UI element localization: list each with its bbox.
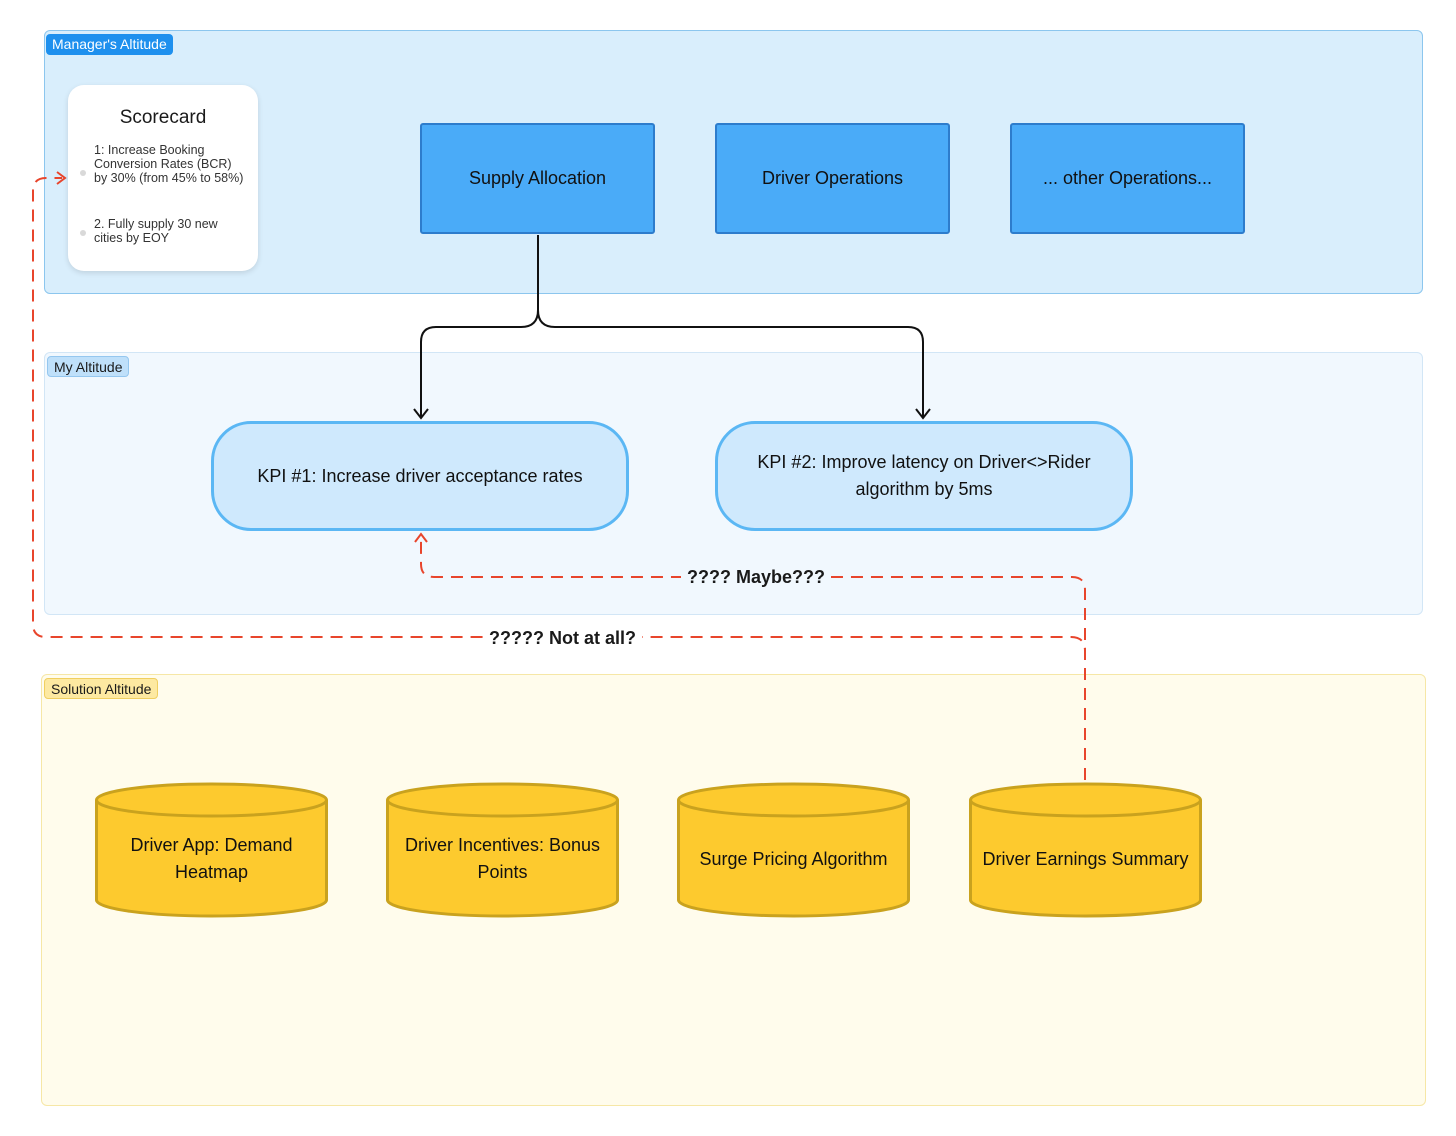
solution-label: Driver Earnings Summary	[982, 848, 1189, 869]
connector-supply-to-kpi1	[420, 235, 539, 417]
kpi-1-node[interactable]: KPI #1: Increase driver acceptance rates	[211, 421, 629, 531]
solution-surge-pricing-algorithm[interactable]: Surge Pricing Algorithm	[677, 782, 910, 918]
connector-earnings-to-scorecard	[32, 177, 1086, 780]
my-altitude-label: My Altitude	[47, 356, 130, 377]
arrowhead-kpi2	[915, 408, 931, 420]
arrowhead-not-at-all	[56, 171, 67, 185]
scorecard-card: Scorecard 1: Increase Booking Conversion…	[68, 85, 258, 271]
scorecard-item-1: 1: Increase Booking Conversion Rates (BC…	[94, 143, 244, 185]
operation-supply-allocation[interactable]: Supply Allocation	[420, 123, 655, 234]
cylinder-shape	[677, 782, 910, 918]
bullet-icon	[80, 230, 86, 236]
solution-altitude-label: Solution Altitude	[44, 678, 159, 699]
solution-driver-incentives-bonus-points[interactable]: Driver Incentives: Bonus Points	[386, 782, 619, 918]
solution-label: Driver App: Demand Heatmap	[130, 835, 293, 882]
managers-altitude-label: Manager's Altitude	[46, 34, 173, 55]
cylinder-shape	[95, 782, 328, 918]
operation-other-operations[interactable]: ... other Operations...	[1010, 123, 1245, 234]
connector-label-not-at-all: ????? Not at all?	[483, 627, 642, 649]
cylinder-shape	[969, 782, 1202, 918]
solution-label: Surge Pricing Algorithm	[699, 848, 888, 869]
bullet-icon	[80, 170, 86, 176]
kpi-2-node[interactable]: KPI #2: Improve latency on Driver<>Rider…	[715, 421, 1133, 531]
scorecard-title: Scorecard	[119, 107, 207, 128]
arrowhead-kpi1	[413, 408, 429, 420]
solution-label: Driver Incentives: Bonus Points	[404, 835, 601, 882]
solution-driver-app-demand-heatmap[interactable]: Driver App: Demand Heatmap	[95, 782, 328, 918]
connector-supply-to-kpi2	[537, 309, 924, 417]
scorecard-item-2: 2. Fully supply 30 new cities by EOY	[94, 217, 218, 245]
operation-driver-operations[interactable]: Driver Operations	[715, 123, 950, 234]
connector-label-maybe: ???? Maybe???	[681, 566, 831, 588]
solution-driver-earnings-summary[interactable]: Driver Earnings Summary	[969, 782, 1202, 918]
cylinder-shape	[386, 782, 619, 918]
arrowhead-maybe	[414, 532, 428, 543]
